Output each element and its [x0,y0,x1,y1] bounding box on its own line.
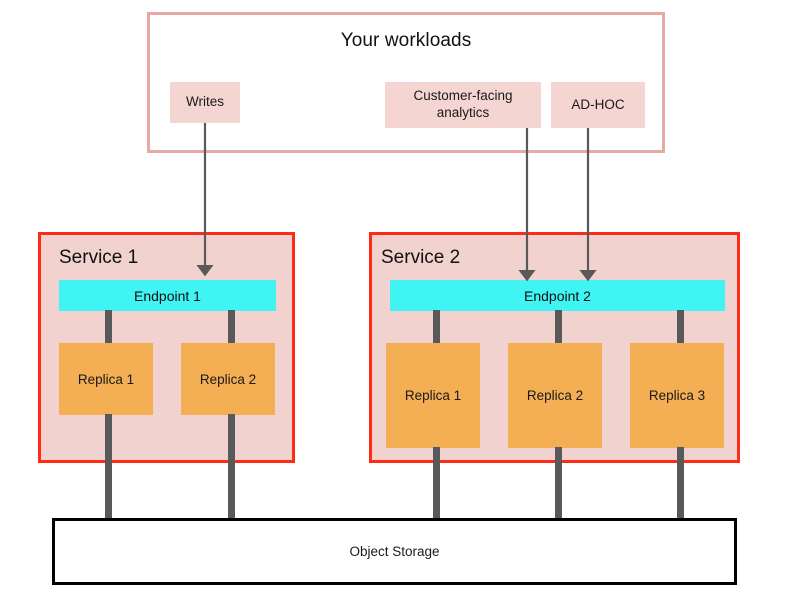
connector-endpoint2-replica2 [555,310,562,344]
workload-chip-ad-hoc[interactable]: AD-HOC [551,82,645,128]
service-2-replica-1[interactable]: Replica 1 [386,343,480,448]
connector-endpoint1-replica2 [228,310,235,344]
service-1-replica-1[interactable]: Replica 1 [59,343,153,415]
service-2-replica-3[interactable]: Replica 3 [630,343,724,448]
endpoint-2[interactable]: Endpoint 2 [390,280,725,311]
connector-endpoint2-replica3 [677,310,684,344]
connector-s1-replica2-storage [228,414,235,520]
workload-chip-customer-facing-analytics[interactable]: Customer-facing analytics [385,82,541,128]
object-storage-box: Object Storage [52,518,737,585]
service-1-label: Service 1 [59,247,139,268]
connector-s2-replica1-storage [433,447,440,520]
workloads-title: Your workloads [340,30,472,51]
connector-s2-replica3-storage [677,447,684,520]
connector-s1-replica1-storage [105,414,112,520]
service-1-replica-2[interactable]: Replica 2 [181,343,275,415]
service-2-label: Service 2 [381,247,461,268]
connector-s2-replica2-storage [555,447,562,520]
connector-endpoint2-replica1 [433,310,440,344]
endpoint-1[interactable]: Endpoint 1 [59,280,276,311]
service-2-replica-2[interactable]: Replica 2 [508,343,602,448]
connector-endpoint1-replica1 [105,310,112,344]
workload-chip-writes[interactable]: Writes [170,82,240,123]
